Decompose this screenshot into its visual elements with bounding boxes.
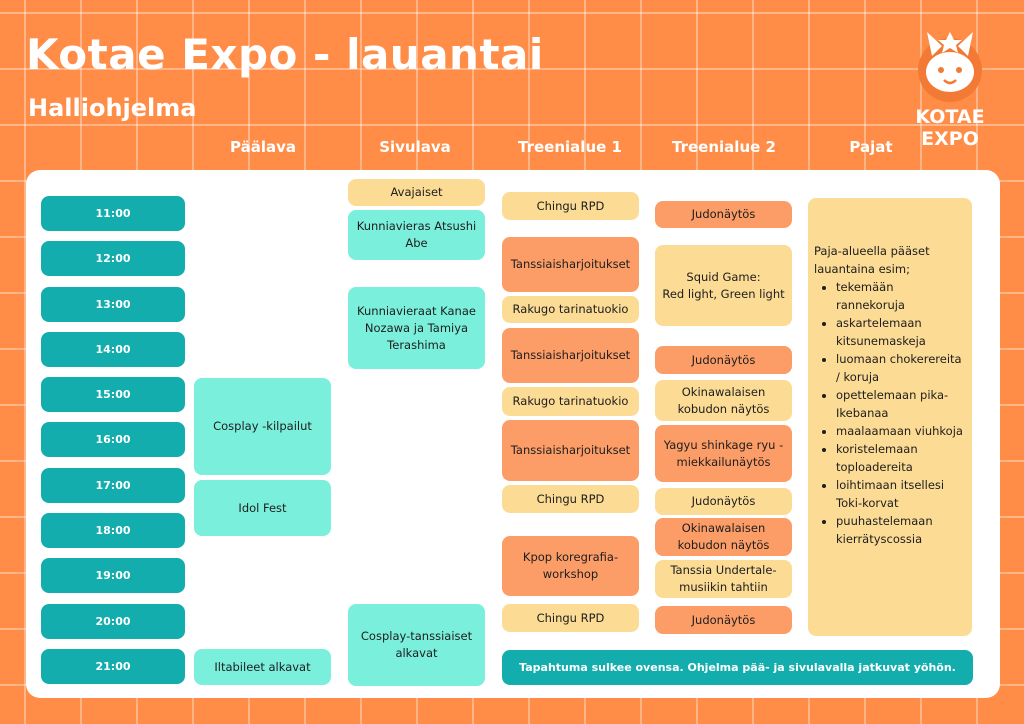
kotae-expo-logo: KOTAE EXPO xyxy=(905,26,995,156)
time-slot: 15:00 xyxy=(41,377,185,412)
pajat-list-item: tekemään rannekoruja xyxy=(836,278,966,314)
event-iltabileet[interactable]: Iltabileet alkavat xyxy=(194,649,331,685)
event-yagyu-shinkage-ryu[interactable]: Yagyu shinkage ryu - miekkailunäytös xyxy=(655,425,792,482)
event-kpop-workshop[interactable]: Kpop koregrafia-workshop xyxy=(502,536,639,596)
pajat-intro: Paja-alueella pääset lauantaina esim; xyxy=(814,244,930,276)
pajat-list: tekemään rannekoruja askartelemaan kitsu… xyxy=(814,278,966,548)
time-slot: 14:00 xyxy=(41,332,185,367)
event-tanssiaisharjoitukset[interactable]: Tanssiaisharjoitukset xyxy=(502,237,639,292)
time-slot: 13:00 xyxy=(41,287,185,322)
event-kunniavieras-atsushi-abe[interactable]: Kunniavieras Atsushi Abe xyxy=(348,210,485,260)
event-okinawa-kobudo[interactable]: Okinawalaisen kobudon näytös xyxy=(655,518,792,556)
event-tanssiaisharjoitukset[interactable]: Tanssiaisharjoitukset xyxy=(502,420,639,481)
event-judonaytos[interactable]: Judonäytös xyxy=(655,606,792,634)
pajat-list-item: askartelemaan kitsunemaskeja xyxy=(836,314,966,350)
pajat-list-item: maalaamaan viuhkoja xyxy=(836,422,966,440)
time-slot: 17:00 xyxy=(41,468,185,503)
logo-line-1: KOTAE xyxy=(915,106,985,128)
event-chingu-rpd[interactable]: Chingu RPD xyxy=(502,192,639,220)
logo-line-2: EXPO xyxy=(921,128,979,150)
event-squid-game-line-2: Red light, Green light xyxy=(662,286,785,301)
event-chingu-rpd[interactable]: Chingu RPD xyxy=(502,485,639,513)
time-slot: 18:00 xyxy=(41,513,185,548)
pajat-list-item: luomaan chokerereita / koruja xyxy=(836,350,966,386)
page-subtitle: Halliohjelma xyxy=(28,94,197,122)
event-undertale-tanssi[interactable]: Tanssia Undertale-musiikin tahtiin xyxy=(655,560,792,598)
event-tanssiaisharjoitukset[interactable]: Tanssiaisharjoitukset xyxy=(502,328,639,383)
pajat-list-item: opettelemaan pika-Ikebanaa xyxy=(836,386,966,422)
time-slot: 20:00 xyxy=(41,604,185,639)
pajat-list-item: puuhastelemaan kierrätyscossia xyxy=(836,512,966,548)
event-okinawa-kobudo[interactable]: Okinawalaisen kobudon näytös xyxy=(655,380,792,421)
time-slot: 11:00 xyxy=(41,196,185,231)
event-judonaytos[interactable]: Judonäytös xyxy=(655,488,792,515)
event-avajaiset[interactable]: Avajaiset xyxy=(348,179,485,206)
event-cosplay-kilpailut[interactable]: Cosplay -kilpailut xyxy=(194,378,331,475)
pajat-list-item: loihtimaan itsellesi Toki-korvat xyxy=(836,476,966,512)
event-chingu-rpd[interactable]: Chingu RPD xyxy=(502,604,639,632)
event-idol-fest[interactable]: Idol Fest xyxy=(194,480,331,536)
page-title: Kotae Expo - lauantai xyxy=(26,30,544,79)
event-judonaytos[interactable]: Judonäytös xyxy=(655,201,792,228)
time-slot: 12:00 xyxy=(41,241,185,276)
column-header-paalava: Päälava xyxy=(230,138,296,156)
column-header-sivulava: Sivulava xyxy=(379,138,451,156)
event-rakugo-tarinatuokio[interactable]: Rakugo tarinatuokio xyxy=(502,387,639,416)
event-cosplay-tanssiaiset[interactable]: Cosplay-tanssiaiset alkavat xyxy=(348,604,485,686)
time-slot: 16:00 xyxy=(41,422,185,457)
event-kunniavieraat-nozawa-terashima[interactable]: Kunniavieraat Kanae Nozawa ja Tamiya Ter… xyxy=(348,287,485,369)
pajat-list-item: koristelemaan toploadereita xyxy=(836,440,966,476)
closing-note-bar: Tapahtuma sulkee ovensa. Ohjelma pää- ja… xyxy=(502,650,973,685)
column-header-treenialue-1: Treenialue 1 xyxy=(518,138,622,156)
time-slot: 21:00 xyxy=(41,649,185,684)
event-squid-game[interactable]: Squid Game: Red light, Green light xyxy=(655,245,792,326)
event-judonaytos[interactable]: Judonäytös xyxy=(655,346,792,374)
time-slot: 19:00 xyxy=(41,558,185,593)
event-rakugo-tarinatuokio[interactable]: Rakugo tarinatuokio xyxy=(502,296,639,323)
fox-mascot-icon xyxy=(918,32,982,102)
column-header-treenialue-2: Treenialue 2 xyxy=(672,138,776,156)
event-squid-game-line-1: Squid Game: xyxy=(686,269,761,284)
pajat-info-box: Paja-alueella pääset lauantaina esim; te… xyxy=(808,198,972,636)
column-header-pajat: Pajat xyxy=(849,138,893,156)
